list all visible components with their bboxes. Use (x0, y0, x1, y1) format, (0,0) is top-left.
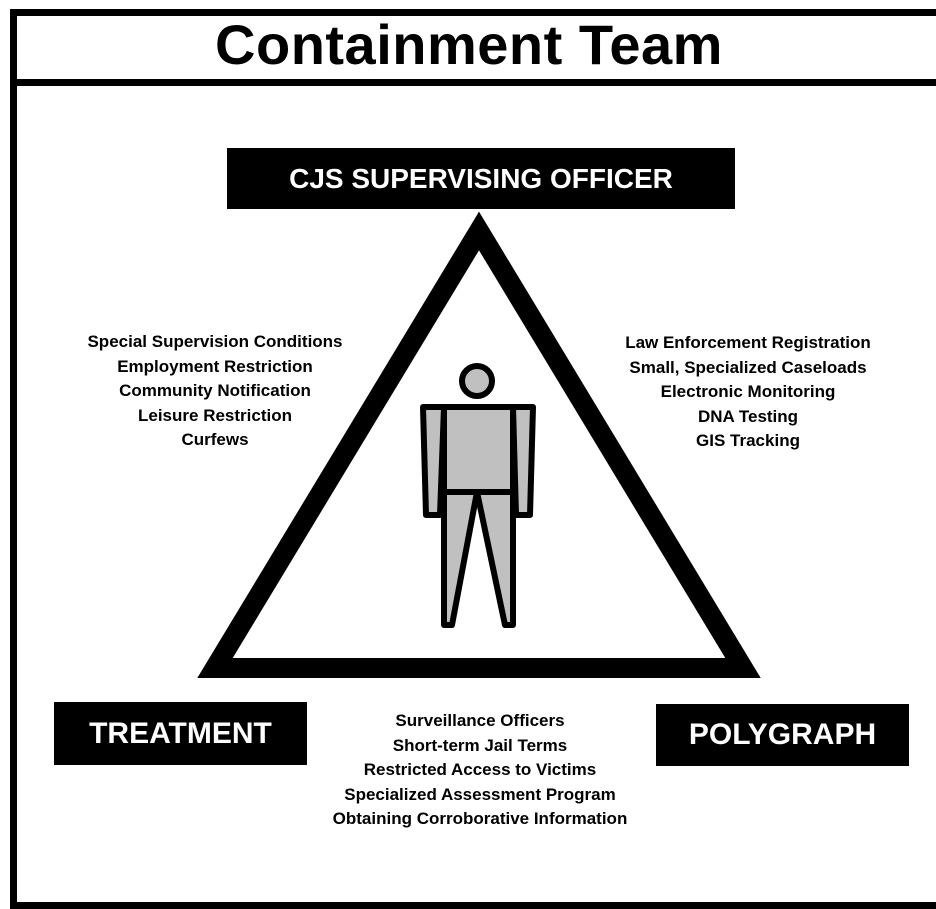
polygraph-label: POLYGRAPH (656, 704, 909, 766)
list-item: Leisure Restriction (138, 405, 292, 425)
list-item: Special Supervision Conditions (87, 332, 343, 351)
title-bar: Containment Team (10, 9, 936, 86)
list-item: Employment Restriction (117, 356, 313, 376)
list-item: Law Enforcement Registration (625, 333, 871, 352)
supervising-officer-label: CJS SUPERVISING OFFICER (227, 148, 735, 209)
containment-triangle (197, 211, 761, 678)
containment-diagram (197, 211, 761, 678)
list-item: Short-term Jail Terms (392, 735, 568, 755)
list-item: Community Notification (119, 381, 311, 400)
list-item: Curfews (181, 430, 249, 449)
list-item: Small, Specialized Caseloads (629, 357, 867, 377)
list-item: Electronic Monitoring (660, 382, 836, 401)
list-item: GIS Tracking (696, 431, 800, 450)
list-item: Surveillance Officers (395, 711, 565, 730)
surveillance-measures-list: Surveillance Officers Short-term Jail Te… (300, 709, 660, 832)
list-item: Restricted Access to Victims (363, 760, 597, 779)
list-item: DNA Testing (697, 406, 799, 426)
monitoring-tools-list: Law Enforcement Registration Small, Spec… (598, 331, 898, 454)
supervision-conditions-list: Special Supervision Conditions Employmen… (60, 330, 370, 453)
diagram-title: Containment Team (215, 12, 723, 76)
list-item: Specialized Assessment Program (344, 784, 616, 804)
treatment-label: TREATMENT (54, 702, 307, 765)
list-item: Obtaining Corroborative Information (332, 809, 628, 828)
offender-figure-icon (420, 363, 536, 628)
